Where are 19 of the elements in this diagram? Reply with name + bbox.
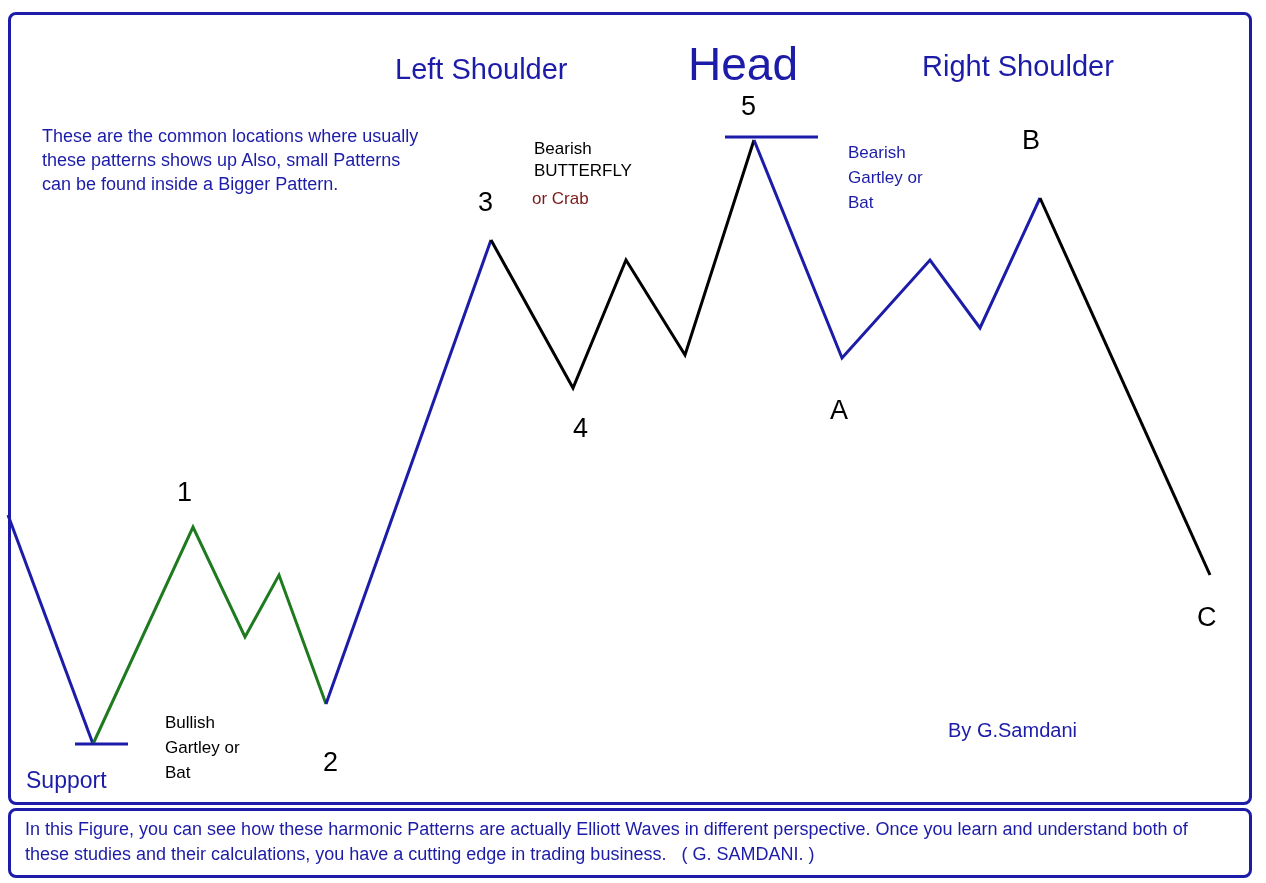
- section-heading: Left Shoulder: [395, 52, 568, 87]
- section-heading: Right Shoulder: [922, 49, 1114, 84]
- pattern-label: Bearish Gartley or Bat: [848, 142, 924, 214]
- wave-letter: A: [830, 394, 848, 427]
- pattern-label: Bullish Gartley or Bat: [165, 712, 241, 784]
- wave-letter: C: [1197, 601, 1217, 634]
- wave-number: 2: [323, 746, 339, 779]
- pattern-label: or Crab: [532, 188, 589, 210]
- support-label: Support: [26, 766, 107, 795]
- author-label: By G.Samdani: [948, 718, 1077, 743]
- wave-number: 4: [573, 412, 589, 445]
- section-heading: Head: [688, 37, 798, 92]
- wave-number: 1: [177, 476, 193, 509]
- wave-number: 3: [478, 186, 494, 219]
- wave-letter: B: [1022, 124, 1040, 157]
- caption-text: In this Figure, you can see how these harmonic Patterns are actually Elliott Waves in different perspective. Once you learn and understand both of these studies and their calculations, you have a cutting edge in trading business. ( G. SAMDANI. ): [8, 808, 1252, 878]
- wave-number: 5: [741, 90, 757, 123]
- pattern-label: Bearish BUTTERFLY: [534, 138, 633, 182]
- note-text: These are the common locations where usually these patterns shows up Also, small Patterns can be found inside a Bigger Pattern.: [42, 125, 420, 196]
